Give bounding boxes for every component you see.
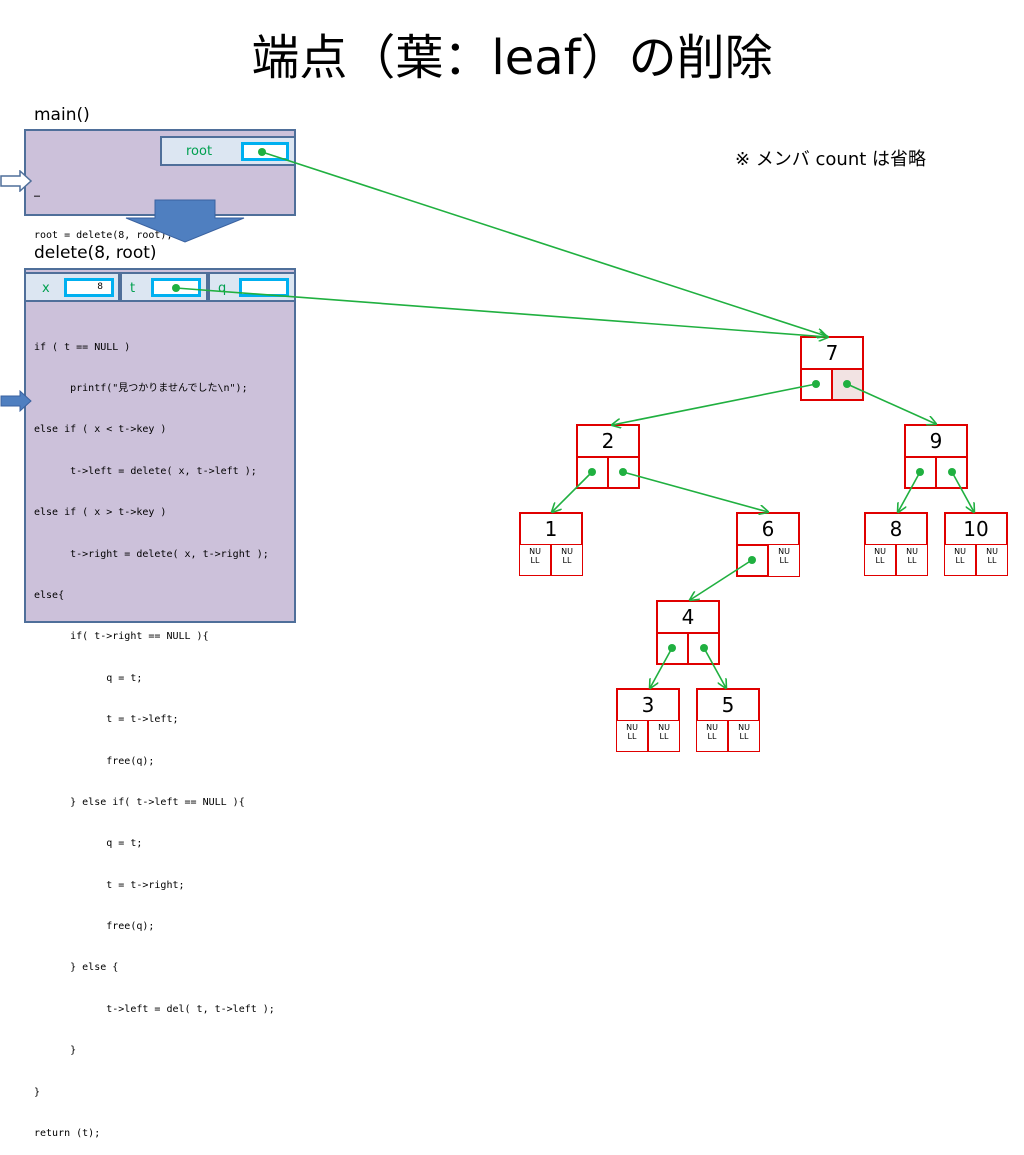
- delete-frame-label: delete(8, root): [34, 243, 157, 263]
- main-frame-label: main(): [34, 105, 90, 125]
- note-text: ※ メンバ count は省略: [735, 149, 927, 170]
- pointer-dot: [172, 284, 180, 292]
- code-line: t->right = delete( x, t->right );: [34, 548, 269, 560]
- pointer-dot: [812, 380, 820, 388]
- code-line: } else if( t->left == NULL ){: [34, 796, 245, 808]
- code-line: free(q);: [34, 755, 155, 767]
- code-line: …: [34, 188, 41, 200]
- x-value-slot: 8: [64, 278, 114, 297]
- node9-to-node8-arrow: [898, 471, 921, 512]
- t-var-label: t: [130, 281, 136, 296]
- code-line: t->left = del( t, t->left );: [34, 1003, 275, 1015]
- pointer-arrows: [172, 148, 1024, 768]
- tree-node-3: 3: [616, 688, 680, 722]
- node7-to-node2-arrow: [612, 383, 817, 425]
- code-line: free(q);: [34, 921, 155, 933]
- code-line: if( t->right == NULL ){: [34, 631, 209, 643]
- pointer-dot: [588, 468, 596, 476]
- pointer-dot: [843, 380, 851, 388]
- code-line: q = t;: [34, 672, 143, 684]
- delete-frame: [24, 268, 296, 623]
- pointer-dot: [668, 644, 676, 652]
- call-arrow-icon: [125, 199, 245, 243]
- q-var-label: q: [218, 281, 227, 296]
- code-line: t = t->left;: [34, 714, 179, 726]
- node2-to-node6-arrow: [622, 471, 768, 512]
- exec-pointer-delete-icon: [0, 390, 32, 412]
- code-line: }: [34, 1086, 41, 1098]
- code-line: t->left = delete( x, t->left );: [34, 465, 257, 477]
- root-to-node7-arrow: [261, 151, 826, 336]
- node4-to-node3-arrow: [650, 647, 673, 688]
- code-line: else if ( x < t->key ): [34, 424, 167, 436]
- pointer-dot: [619, 468, 627, 476]
- code-line: else if ( x > t->key ): [34, 507, 167, 519]
- node-4-right-pointer: [687, 632, 720, 665]
- tree-node-2: 2: [576, 424, 640, 458]
- q-pointer-slot: [239, 278, 289, 297]
- exec-pointer-main-icon: [0, 170, 32, 192]
- t-to-node7-arrow: [175, 287, 828, 337]
- slide-title: 端点（葉：leaf）の削除: [251, 30, 773, 86]
- pointer-dot: [916, 468, 924, 476]
- root-var-label: root: [186, 144, 213, 159]
- code-line: printf("見つかりませんでした\n");: [34, 382, 248, 394]
- node9-to-node10-arrow: [951, 471, 974, 512]
- pointer-dot: [700, 644, 708, 652]
- code-line: }: [34, 1045, 77, 1057]
- code-line: else{: [34, 589, 65, 601]
- node4-to-node5-arrow: [703, 647, 726, 688]
- pointer-dot: [748, 556, 756, 564]
- code-line: return (t);: [34, 1128, 101, 1140]
- code-line: } else {: [34, 962, 119, 974]
- code-line: root = delete(8, root);: [34, 229, 173, 241]
- code-line: q = t;: [34, 838, 143, 850]
- code-line: t = t->right;: [34, 879, 185, 891]
- pointer-dot: [258, 148, 266, 156]
- pointer-dot: [948, 468, 956, 476]
- node7-to-node9-arrow: [846, 383, 936, 424]
- code-line: if ( t == NULL ): [34, 341, 131, 353]
- node6-to-node4-arrow: [690, 559, 753, 600]
- node2-to-node1-arrow: [552, 471, 593, 512]
- tree-node-8: 8: [864, 512, 928, 546]
- x-var-label: x: [42, 281, 50, 296]
